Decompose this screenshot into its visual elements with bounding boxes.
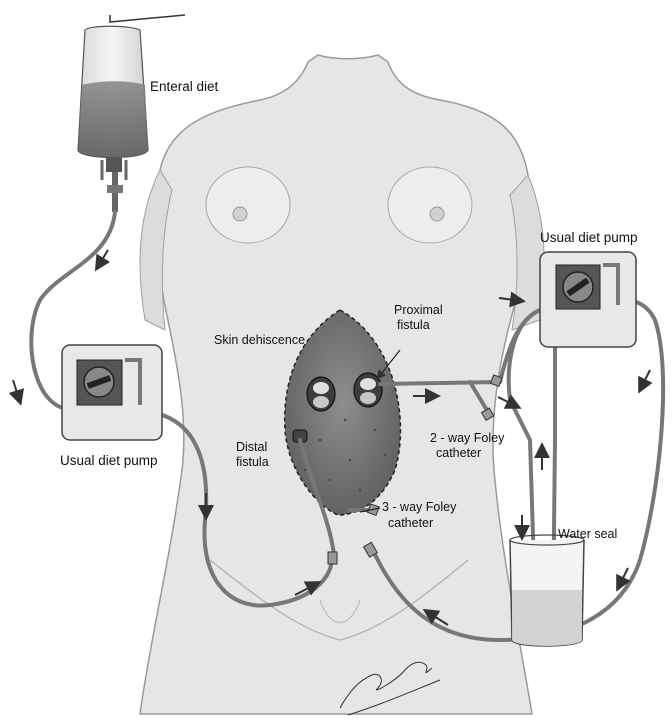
connector-lower-left [328, 552, 337, 564]
usual-diet-pump-left [62, 345, 162, 440]
label-distal-fistula-line2: fistula [236, 455, 269, 469]
left-breast [206, 167, 290, 243]
label-two-way-foley-line1: 2 - way Foley [430, 431, 504, 445]
label-proximal-fistula-line2: fistula [397, 318, 430, 332]
label-usual-diet-pump-right: Usual diet pump [540, 231, 638, 245]
proximal-fistula-stoma-right [354, 373, 382, 407]
label-water-seal: Water seal [558, 527, 617, 541]
label-skin-dehiscence: Skin dehiscence [214, 333, 305, 347]
label-three-way-foley-line1: 3 - way Foley [382, 500, 456, 514]
label-usual-diet-pump-left: Usual diet pump [60, 454, 158, 468]
label-enteral-diet: Enteral diet [150, 80, 218, 94]
usual-diet-pump-right [540, 252, 636, 347]
label-two-way-foley-line2: catheter [436, 446, 481, 460]
label-distal-fistula-line1: Distal [236, 440, 267, 454]
label-proximal-fistula-line1: Proximal [394, 303, 443, 317]
right-breast [388, 167, 472, 243]
water-seal-beaker [510, 535, 584, 646]
label-three-way-foley-line2: catheter [388, 516, 433, 530]
proximal-fistula-stoma-left [307, 377, 335, 411]
